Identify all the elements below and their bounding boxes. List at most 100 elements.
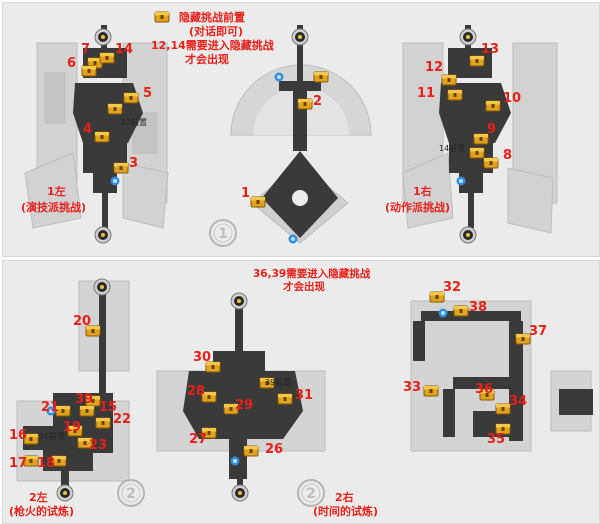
- marker-number: 31: [295, 388, 313, 403]
- legend-line1: 隐藏挑战前置: [179, 10, 245, 24]
- svg-text:2: 2: [126, 486, 136, 502]
- marker-number: 20: [73, 314, 91, 329]
- note-line1: 36,39需要进入隐藏挑战: [253, 267, 371, 280]
- chest-icon: [95, 417, 111, 429]
- chest-icon: [243, 445, 259, 457]
- waypoint-icon: [456, 176, 466, 186]
- marker-number: 10: [503, 91, 521, 106]
- portal-icon: [291, 28, 309, 46]
- marker-number: 22: [113, 412, 131, 427]
- left-map-caption-line1: 2左: [29, 490, 48, 504]
- waypoint-icon: [288, 234, 298, 244]
- svg-text:2: 2: [306, 486, 316, 502]
- marker-number: 7: [81, 42, 90, 57]
- chest-icon: [495, 403, 511, 415]
- chest-icon: [123, 92, 139, 104]
- left-map-caption-line1: 1左: [47, 184, 66, 198]
- center-map-caption-line1: 2右: [335, 490, 354, 504]
- chest-icon: [79, 405, 95, 417]
- chest-icon: [485, 100, 501, 112]
- floor-badge: 1: [209, 219, 237, 247]
- chest-icon: [469, 147, 485, 159]
- portal-icon: [56, 484, 74, 502]
- marker-number: 5: [143, 86, 152, 101]
- marker-number: 15: [99, 400, 117, 415]
- marker-number: 26: [265, 442, 283, 457]
- marker-number: 18: [37, 456, 55, 471]
- chest-icon: [313, 71, 329, 83]
- marker-number: 12: [425, 60, 443, 75]
- floor-2-map-svg: 36,39需要进入隐藏挑战 才会出现 20 39 21 15 22 19 36前…: [9, 267, 593, 518]
- marker-number: 34: [509, 394, 527, 409]
- marker-number: 16: [9, 428, 27, 443]
- chest-icon: [113, 162, 129, 174]
- marker-number: 3: [129, 156, 138, 171]
- portal-icon: [93, 278, 111, 296]
- chest-icon: [441, 74, 457, 86]
- portal-icon: [230, 292, 248, 310]
- marker-number: 4: [83, 122, 92, 137]
- floor-badge: 2: [297, 479, 325, 507]
- chest-icon: [515, 333, 531, 345]
- chest-icon: [469, 55, 485, 67]
- waypoint-icon: [110, 176, 120, 186]
- center-map-caption-line2: (时间的试炼): [313, 504, 378, 518]
- marker-number: 9: [487, 122, 496, 137]
- marker-number: 29: [235, 398, 253, 413]
- prereq-label: 39前置: [265, 377, 291, 387]
- legend-line4: 才会出现: [185, 52, 229, 66]
- marker-number: 38: [469, 300, 487, 315]
- marker-number: 2: [313, 94, 322, 109]
- marker-number: 1: [241, 186, 250, 201]
- prereq-label: 36前置: [39, 431, 65, 441]
- chest-icon: [423, 385, 439, 397]
- legend-line3: 12,14需要进入隐藏挑战: [151, 38, 274, 52]
- right-map-caption-line2: (动作派挑战): [385, 200, 450, 214]
- marker-number: 14: [115, 42, 133, 57]
- chest-icon: [483, 157, 499, 169]
- prereq-label: 12前置: [121, 117, 147, 127]
- marker-number: 11: [417, 86, 435, 101]
- marker-number: 8: [503, 148, 512, 163]
- portal-icon: [94, 226, 112, 244]
- portal-icon: [459, 28, 477, 46]
- portal-icon: [459, 226, 477, 244]
- chest-icon: [277, 393, 293, 405]
- marker-number: 35: [487, 432, 505, 447]
- marker-number: 28: [187, 384, 205, 399]
- chest-icon: [154, 11, 170, 23]
- floor-2-map-panel: 36,39需要进入隐藏挑战 才会出现 20 39 21 15 22 19 36前…: [2, 260, 600, 524]
- waypoint-icon: [438, 308, 448, 318]
- center-map-ring: [292, 190, 308, 206]
- right-map-rooms: [402, 42, 558, 234]
- floor-badge-number: 1: [218, 226, 228, 242]
- left-map-rooms: [24, 42, 169, 229]
- note-line2: 才会出现: [283, 280, 325, 293]
- marker-number: 32: [443, 280, 461, 295]
- waypoint-icon: [274, 72, 284, 82]
- floor-1-map-panel: 隐藏挑战前置 (对话即可) 12,14需要进入隐藏挑战 才会出现 7 14 6 …: [2, 2, 600, 257]
- marker-number: 39: [75, 392, 93, 407]
- marker-number: 30: [193, 350, 211, 365]
- chest-icon: [429, 291, 445, 303]
- chest-icon: [473, 133, 489, 145]
- waypoint-icon: [230, 456, 240, 466]
- chest-icon: [297, 98, 313, 110]
- chest-icon: [94, 131, 110, 143]
- right-map-caption-line1: 1右: [413, 184, 432, 198]
- marker-number: 23: [89, 438, 107, 453]
- prereq-label: 14前置: [439, 143, 465, 153]
- chest-icon: [81, 65, 97, 77]
- marker-number: 37: [529, 324, 547, 339]
- legend-line2: (对话即可): [189, 24, 243, 38]
- marker-number: 21: [41, 400, 59, 415]
- floor-1-map-svg: 隐藏挑战前置 (对话即可) 12,14需要进入隐藏挑战 才会出现 7 14 6 …: [21, 10, 558, 247]
- chest-icon: [250, 196, 266, 208]
- chest-icon: [453, 305, 469, 317]
- marker-number: 27: [189, 432, 207, 447]
- chest-icon: [447, 89, 463, 101]
- floor-badge: 2: [117, 479, 145, 507]
- left-map-caption-line2: (枪火的试炼): [9, 504, 74, 518]
- marker-number: 17: [9, 456, 27, 471]
- marker-number: 6: [67, 56, 76, 71]
